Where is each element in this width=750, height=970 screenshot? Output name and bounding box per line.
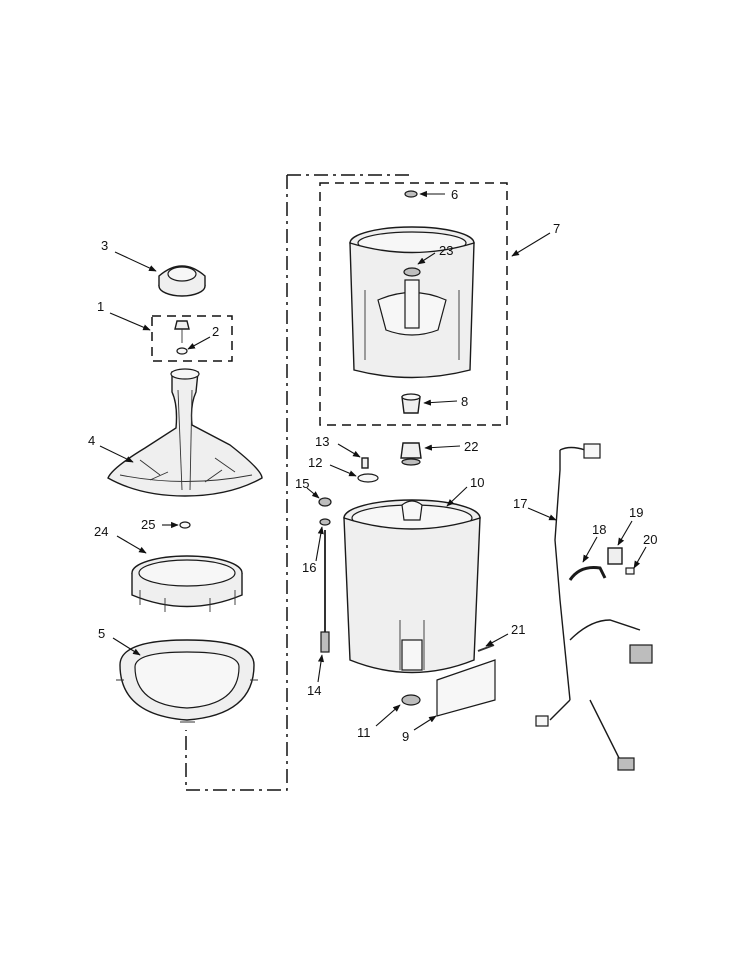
callout-23: 23 [439,243,453,258]
callout-1: 1 [97,299,104,314]
leader-line [527,507,557,521]
leader-line [423,399,458,406]
wire-harness [535,443,653,771]
agitator-bolt [174,320,190,355]
screw [361,457,369,469]
callout-11: 11 [357,725,371,740]
callout-6: 6 [451,187,458,202]
leader-line [329,464,357,477]
callout-4: 4 [88,433,95,448]
leader-line [633,546,647,569]
basket [349,226,475,379]
callout-17: 17 [513,496,527,511]
agitator-ring [131,555,243,612]
callout-24: 24 [94,524,108,539]
leader-line [99,445,134,463]
leader-line [485,633,509,647]
leader-line [375,704,401,727]
callout-18: 18 [592,522,606,537]
leader-line [582,536,598,563]
tub-bearing [401,694,421,706]
basket-assembly-box [319,182,508,426]
bolt-kit-box [151,315,233,362]
agitator [107,368,263,497]
pressure-hose [568,566,607,581]
leader-line [187,336,211,350]
seal [404,190,418,198]
plate [357,473,379,483]
leader-line [511,232,551,257]
outer-tub [343,499,481,674]
callout-21: 21 [511,622,525,637]
tub-ring [116,639,258,723]
callout-15: 15 [295,476,309,491]
callout-13: 13 [315,434,329,449]
callout-3: 3 [101,238,108,253]
callout-9: 9 [402,729,409,744]
leader-line [306,487,320,499]
suspension-rod [320,530,330,653]
callout-12: 12 [308,455,322,470]
callout-14: 14 [307,683,321,698]
leader-line [317,654,325,683]
leader-line [116,535,147,554]
callout-7: 7 [553,221,560,236]
suspension-washer [319,518,331,526]
agitator-cap [158,265,206,297]
leader-line [417,252,436,265]
callout-19: 19 [629,505,643,520]
callout-10: 10 [470,475,484,490]
hub-bushing [400,442,422,466]
leader-line [114,251,157,272]
leader-line [424,444,461,451]
callout-5: 5 [98,626,105,641]
leader-line [109,312,151,331]
leader-line [315,526,324,562]
leader-line [413,715,437,731]
shield-panel [436,659,496,717]
assembly-connection-line [185,174,413,791]
drive-hub [401,393,421,414]
callout-22: 22 [464,439,478,454]
callout-16: 16 [302,560,316,575]
callout-25: 25 [141,517,155,532]
callout-20: 20 [643,532,657,547]
leader-line [446,486,468,507]
leader-line [617,520,633,546]
leader-line [337,443,361,458]
callout-8: 8 [461,394,468,409]
clamp-screw [625,567,635,575]
callout-2: 2 [212,324,219,339]
suspension-cup [318,497,332,507]
washer-small [179,521,191,529]
hose-clamp [607,547,623,565]
leader-line [112,637,141,656]
